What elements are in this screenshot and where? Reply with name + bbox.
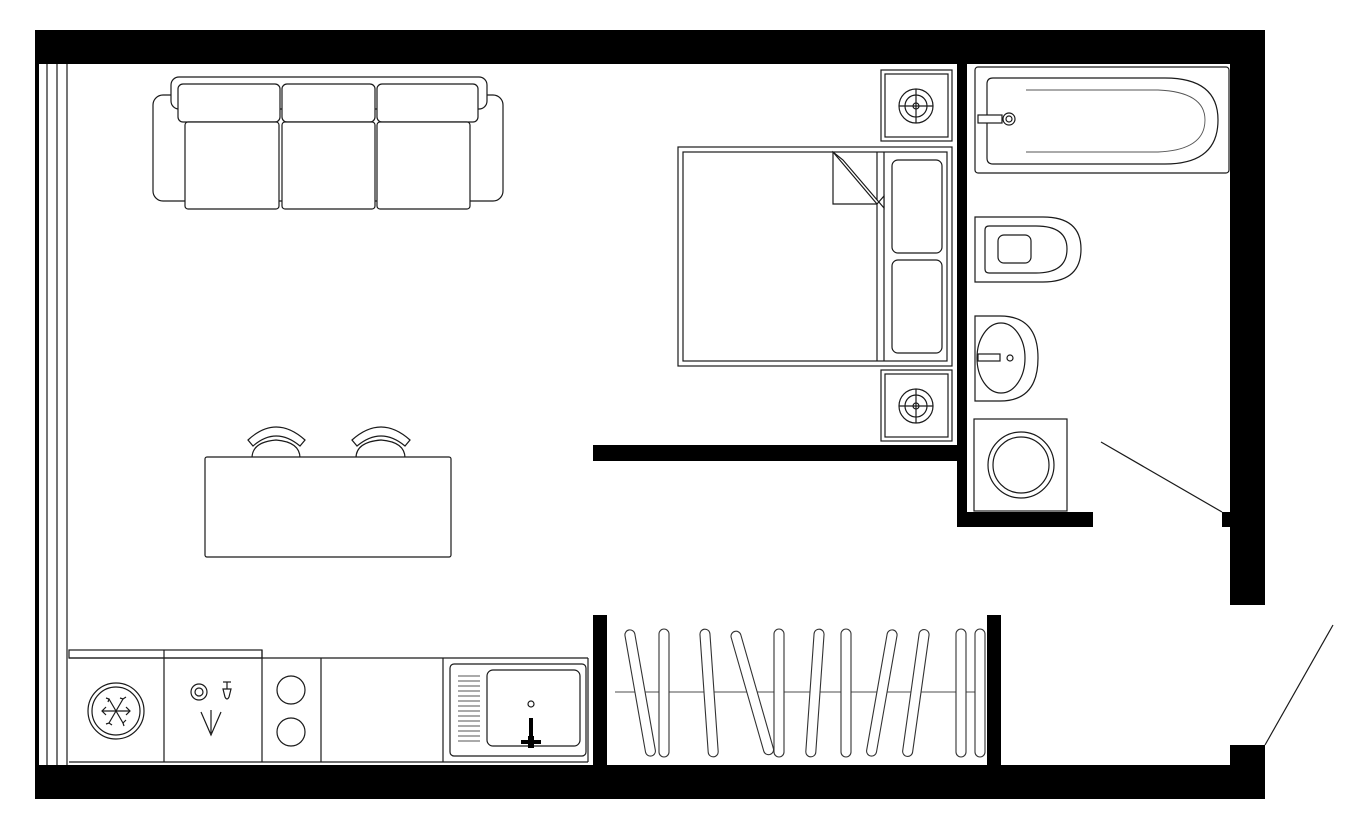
wall-wardrobe-right — [987, 615, 1001, 767]
kitchen-counter — [68, 649, 589, 763]
sofa — [152, 76, 504, 210]
wall-top — [35, 30, 1265, 64]
dining-table — [204, 456, 452, 558]
bathtub — [974, 66, 1230, 174]
wall-bedroom-partition — [593, 445, 965, 461]
wall-left — [35, 30, 39, 799]
wall-bathroom-bottom — [957, 512, 1093, 527]
washbasin — [974, 315, 1039, 402]
wall-bathroom-door-stub — [1222, 512, 1232, 527]
hanger — [840, 628, 852, 758]
walls — [35, 30, 1265, 799]
chair — [247, 426, 306, 459]
hanger — [658, 628, 670, 758]
bathroom-door — [1100, 441, 1223, 513]
wall-right-lower — [1230, 745, 1265, 799]
toilet — [974, 216, 1082, 283]
pillow — [891, 259, 943, 354]
hanger — [773, 628, 785, 758]
hanger — [699, 628, 719, 758]
hanger — [730, 630, 775, 756]
hanger — [902, 629, 930, 757]
dishwasher — [190, 681, 232, 737]
entrance-door — [1264, 624, 1334, 746]
wall-right-upper — [1230, 30, 1265, 605]
pillow — [891, 159, 943, 254]
window — [46, 64, 68, 765]
hanger — [866, 629, 898, 757]
hanger — [955, 628, 967, 758]
washing-machine — [973, 418, 1068, 512]
double-bed — [677, 146, 953, 367]
kitchen-sink — [449, 663, 587, 757]
wall-wardrobe-left — [593, 615, 607, 767]
refrigerator — [87, 682, 145, 740]
wall-bottom — [35, 765, 1265, 799]
cooktop — [276, 675, 306, 747]
chair — [351, 426, 411, 459]
hanger — [624, 629, 656, 757]
wardrobe — [615, 628, 986, 758]
nightstand-top — [880, 69, 953, 142]
hangers — [624, 628, 986, 758]
hanger — [805, 628, 825, 758]
wall-bathroom-left — [957, 64, 967, 527]
nightstand-bottom — [880, 369, 953, 442]
hanger — [974, 628, 986, 758]
